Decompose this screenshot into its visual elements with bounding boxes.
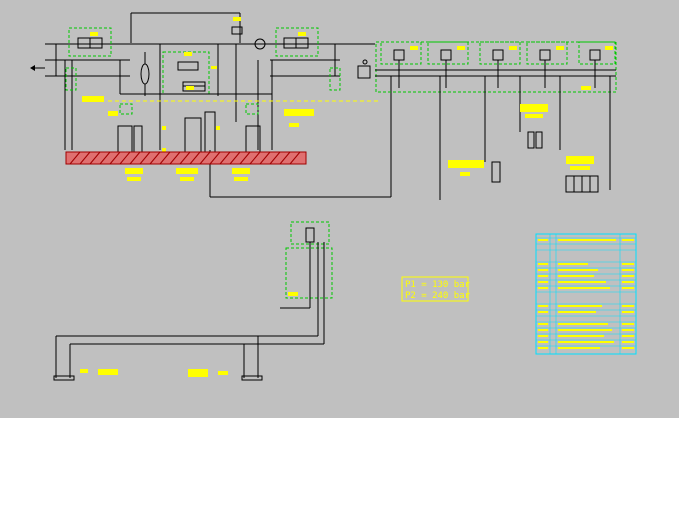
- parts-list-table: [535, 233, 637, 355]
- empty-area: [0, 418, 679, 512]
- pressure-p1: P1 = 130 bar: [405, 280, 471, 290]
- cad-drawing-canvas: P1 = 130 bar P2 = 240 bar: [0, 0, 679, 418]
- main-circuit-left: [30, 12, 392, 198]
- pressure-annotation: P1 = 130 bar P2 = 240 bar: [401, 276, 471, 302]
- hydraulic-schematic: P1 = 130 bar P2 = 240 bar: [30, 12, 637, 381]
- valve-manifold-right: [340, 41, 617, 200]
- pressure-p2: P2 = 240 bar: [405, 291, 471, 301]
- lower-circuit: [53, 221, 333, 381]
